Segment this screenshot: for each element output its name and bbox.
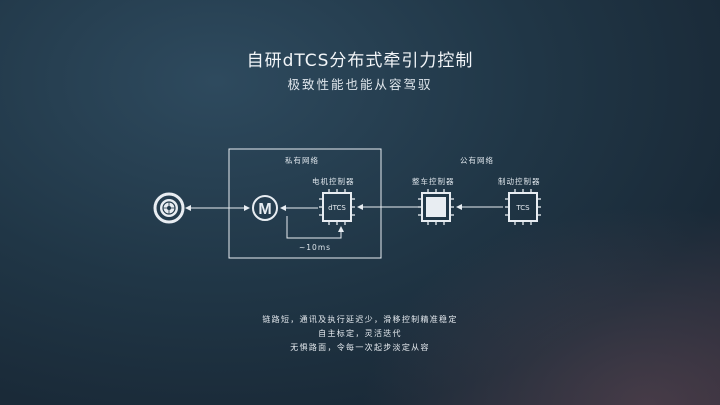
dtcs-chip-text: dTCS <box>328 204 346 212</box>
latency-label: ~10ms <box>299 243 332 252</box>
private-network-box <box>228 148 382 259</box>
description-line-1: 链路短，通讯及执行延迟少，滑移控制精准稳定 <box>262 315 458 324</box>
wheel-icon <box>153 192 185 224</box>
vehicle-controller-label: 整车控制器 <box>412 177 455 186</box>
page-title: 自研dTCS分布式牵引力控制 <box>246 51 474 71</box>
vehicle-controller-chip-icon <box>418 189 454 225</box>
tcs-chip-text: TCS <box>515 204 530 212</box>
public-network-label: 公有网络 <box>460 156 494 165</box>
page-subtitle: 极致性能也能从容驾驭 <box>287 77 433 92</box>
dtcs-chip-icon: dTCS <box>319 189 355 225</box>
background-glow <box>360 205 720 405</box>
tcs-chip-icon: TCS <box>505 189 541 225</box>
motor-controller-label: 电机控制器 <box>312 177 355 186</box>
feedback-loop <box>286 216 344 239</box>
description-line-3: 无惧路面，令每一次起步淡定从容 <box>290 343 430 352</box>
brake-controller-label: 制动控制器 <box>498 177 541 186</box>
description-line-2: 自主标定，灵活迭代 <box>318 329 402 338</box>
motor-icon: M <box>252 195 278 221</box>
private-network-label: 私有网络 <box>285 156 319 165</box>
motor-symbol: M <box>258 201 271 218</box>
